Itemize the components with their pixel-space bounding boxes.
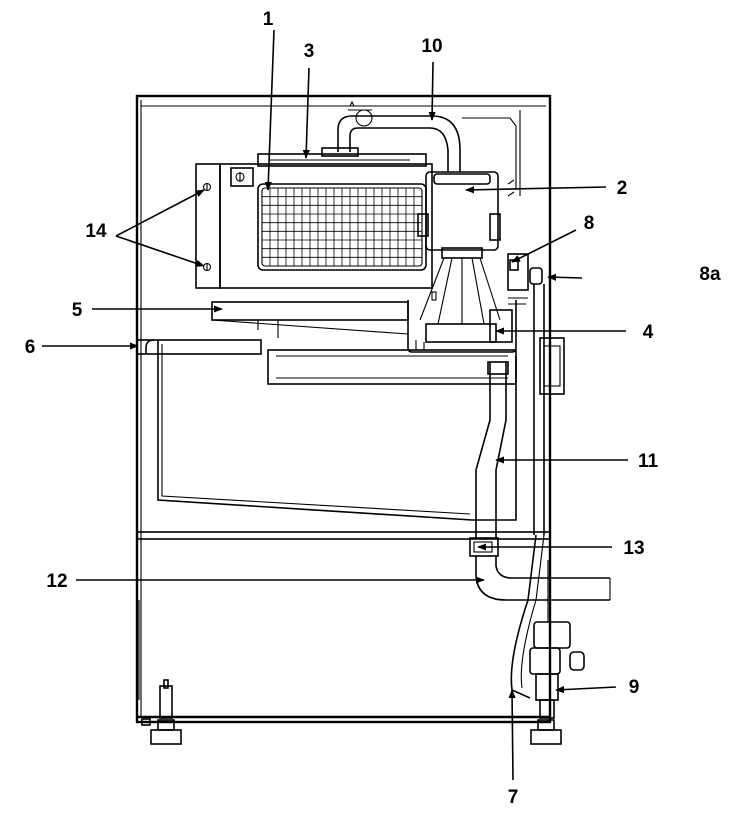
water-pump: [417, 171, 515, 325]
leader-3: [302, 67, 310, 159]
leader-2: [465, 186, 607, 194]
leader-9: [555, 685, 617, 694]
leader-lines: [42, 29, 628, 781]
leader-8: [511, 229, 577, 263]
callout-10: 10: [421, 36, 442, 57]
leader-7: [508, 689, 516, 781]
leader-10: [428, 61, 436, 121]
water-curtain: [211, 301, 409, 338]
evaporator-assembly: [195, 163, 433, 289]
ice-bin: [136, 339, 517, 521]
callout-13: 13: [623, 538, 644, 559]
callout-7: 7: [508, 787, 519, 808]
callout-14: 14: [85, 221, 107, 242]
cabinet: [135, 94, 552, 724]
callout-8a: 8a: [699, 264, 721, 285]
callout-5: 5: [72, 300, 83, 321]
evaporator-grid: [262, 188, 422, 266]
leader-14b: [115, 235, 205, 267]
callout-9: 9: [629, 677, 640, 698]
callout-2: 2: [617, 178, 628, 199]
leader-1: [264, 29, 275, 191]
callout-3: 3: [304, 41, 315, 62]
water-distribution-tube: [257, 147, 427, 167]
callout-8: 8: [584, 213, 595, 234]
water-hose: [337, 100, 521, 196]
water-valve-assembly: [510, 534, 585, 719]
callout-1: 1: [263, 9, 274, 30]
callout-4: 4: [643, 322, 654, 343]
leveling-feet: [141, 679, 562, 745]
callout-labels: 1 3 10 2 8 8a 4 5 6 11 13 12 9 7 14: [25, 9, 721, 808]
leader-8a: [547, 273, 583, 281]
callout-12: 12: [46, 571, 67, 592]
inlet-valve-assembly: [507, 253, 565, 535]
callout-6: 6: [25, 337, 36, 358]
leader-14a: [115, 189, 205, 237]
callout-11: 11: [638, 451, 659, 472]
